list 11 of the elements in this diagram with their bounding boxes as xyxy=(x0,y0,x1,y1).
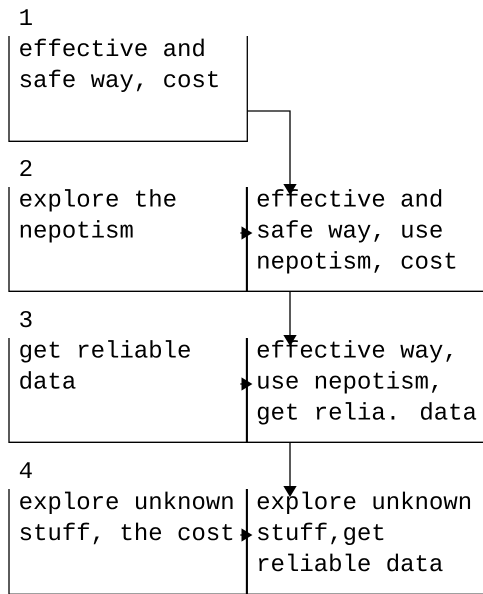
step-number: 4 xyxy=(20,462,32,478)
step-box: explore unknown stuff,get reliable data xyxy=(246,489,483,594)
step-number: 1 xyxy=(20,9,32,25)
step-number: 2 xyxy=(20,160,32,176)
step-box: effective and safe way, cost xyxy=(8,36,248,142)
step-box: explore unknown stuff, the cost xyxy=(8,489,248,594)
step-box: effective way, use nepotism, get relia. data xyxy=(246,338,483,443)
step-box: effective and safe way, use nepotism, cost xyxy=(246,187,483,292)
step-number: 3 xyxy=(20,310,32,328)
step-box: get reliable data xyxy=(8,338,248,443)
step-box: explore the nepotism xyxy=(8,187,248,292)
